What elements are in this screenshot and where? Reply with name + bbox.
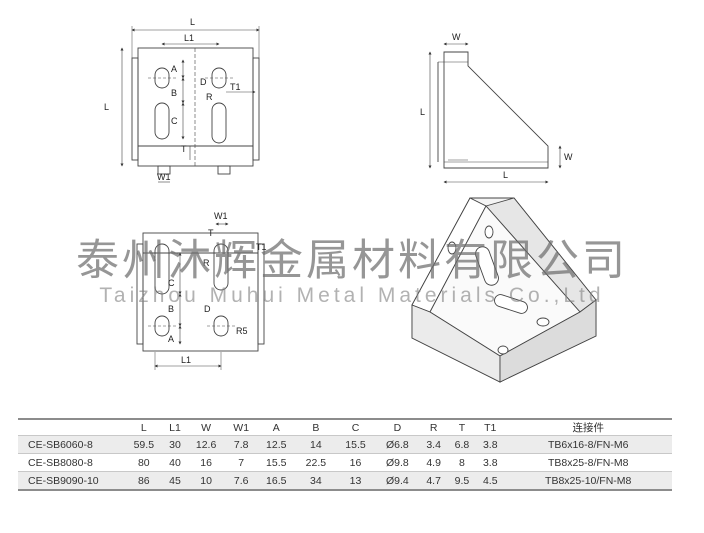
bv-dim-c: C (168, 278, 175, 288)
side-dim-w-right: W (564, 152, 573, 162)
header-cell: L1 (163, 418, 187, 436)
isometric-view (411, 197, 597, 383)
table-cell: CE-SB9090-10 (18, 471, 124, 491)
header-cell: B (296, 418, 336, 436)
table-cell: 80 (124, 453, 164, 472)
bv-dim-w1: W1 (214, 211, 228, 221)
dim-w1: W1 (157, 172, 171, 182)
bv-dim-t: T (208, 228, 214, 238)
header-cell: T1 (476, 418, 505, 436)
table-cell: 16 (335, 453, 376, 472)
table-cell: 7.8 (225, 435, 257, 454)
bv-dim-b: B (168, 304, 174, 314)
watermark-english: Taizhou Muhui Metal Materials Co.,Ltd (99, 284, 605, 307)
table-cell: 40 (163, 453, 187, 472)
table-row: CE-SB9090-10 86 45 10 7.6 16.5 34 13 Ø9.… (18, 471, 672, 491)
header-cell: T (447, 418, 477, 436)
header-cell: C (335, 418, 376, 436)
dim-l-top: L (190, 17, 195, 27)
table-cell: 16 (186, 453, 226, 472)
side-dim-w-top: W (452, 32, 461, 42)
header-cell: D (375, 418, 420, 436)
table-row: CE-SB8080-8 80 40 16 7 15.5 22.5 16 Ø9.8… (18, 453, 672, 472)
table-cell: CE-SB6060-8 (18, 435, 124, 454)
dim-l1-top: L1 (184, 33, 194, 43)
table-cell: TB8x25-10/FN-M8 (504, 471, 672, 491)
table-cell: 34 (296, 471, 336, 491)
table-cell: 15.5 (335, 435, 376, 454)
table-cell: 14 (296, 435, 336, 454)
table-cell: 3.4 (419, 435, 448, 454)
table-cell: 59.5 (124, 435, 164, 454)
watermark-chinese: 泰州沐辉金属材料有限公司 (76, 236, 628, 286)
table-cell: 8 (447, 453, 477, 472)
header-cell: L (124, 418, 164, 436)
table-cell: 7.6 (225, 471, 257, 491)
bv-dim-d: D (204, 304, 211, 314)
table-cell: 15.5 (256, 453, 297, 472)
table-cell: TB8x25-8/FN-M8 (504, 453, 672, 472)
table-cell: Ø9.4 (375, 471, 420, 491)
table-cell: 12.6 (186, 435, 226, 454)
side-dim-l-bottom: L (503, 170, 508, 180)
bottom-view-labels: W1 T T1 R C B A D R5 L1 (168, 211, 267, 365)
side-view (428, 42, 562, 184)
dim-d: D (200, 77, 207, 87)
table-row: CE-SB6060-8 59.5 30 12.6 7.8 12.5 14 15.… (18, 435, 672, 454)
table-cell: 45 (163, 471, 187, 491)
table-cell: Ø9.8 (375, 453, 420, 472)
header-cell (18, 418, 124, 436)
table-cell: 4.7 (419, 471, 448, 491)
table-cell: 7 (225, 453, 257, 472)
table-cell: 3.8 (476, 435, 505, 454)
dim-l-side: L (104, 102, 109, 112)
header-cell: 连接件 (504, 418, 672, 436)
table-cell: 9.5 (447, 471, 477, 491)
bv-dim-t1: T1 (256, 242, 267, 252)
side-view-labels: W L L W (420, 32, 573, 180)
dim-t: T (181, 144, 187, 154)
header-cell: A (256, 418, 297, 436)
table-cell: 4.9 (419, 453, 448, 472)
bv-dim-r: R (203, 258, 210, 268)
front-view-labels: L L1 L A B C D R T1 T W1 (104, 17, 241, 182)
table-cell: 22.5 (296, 453, 336, 472)
table-cell: 12.5 (256, 435, 297, 454)
table-cell: 13 (335, 471, 376, 491)
header-cell: W1 (225, 418, 257, 436)
front-view (120, 26, 260, 183)
table-cell: 30 (163, 435, 187, 454)
dim-b: B (171, 88, 177, 98)
technical-drawing: L L1 L A B C D R T1 T W1 W L L W (104, 17, 597, 383)
dim-t1: T1 (230, 82, 241, 92)
table-cell: TB6x16-8/FN-M6 (504, 435, 672, 454)
table-cell: 3.8 (476, 453, 505, 472)
table-header-row: L L1 W W1 A B C D R T T1 连接件 (18, 418, 672, 436)
dim-r: R (206, 92, 213, 102)
dim-c: C (171, 116, 178, 126)
header-cell: W (186, 418, 226, 436)
header-cell: R (419, 418, 448, 436)
table-cell: 4.5 (476, 471, 505, 491)
table-cell: CE-SB8080-8 (18, 453, 124, 472)
table-cell: Ø6.8 (375, 435, 420, 454)
bv-dim-r5: R5 (236, 326, 248, 336)
table-cell: 6.8 (447, 435, 477, 454)
bv-dim-l1: L1 (181, 355, 191, 365)
table-cell: 86 (124, 471, 164, 491)
table-cell: 10 (186, 471, 226, 491)
bottom-view (136, 222, 265, 370)
bv-dim-a: A (168, 334, 174, 344)
dim-a: A (171, 64, 177, 74)
table-cell: 16.5 (256, 471, 297, 491)
side-dim-l-left: L (420, 107, 425, 117)
spec-table: L L1 W W1 A B C D R T T1 连接件 CE-SB6060-8… (18, 418, 672, 491)
